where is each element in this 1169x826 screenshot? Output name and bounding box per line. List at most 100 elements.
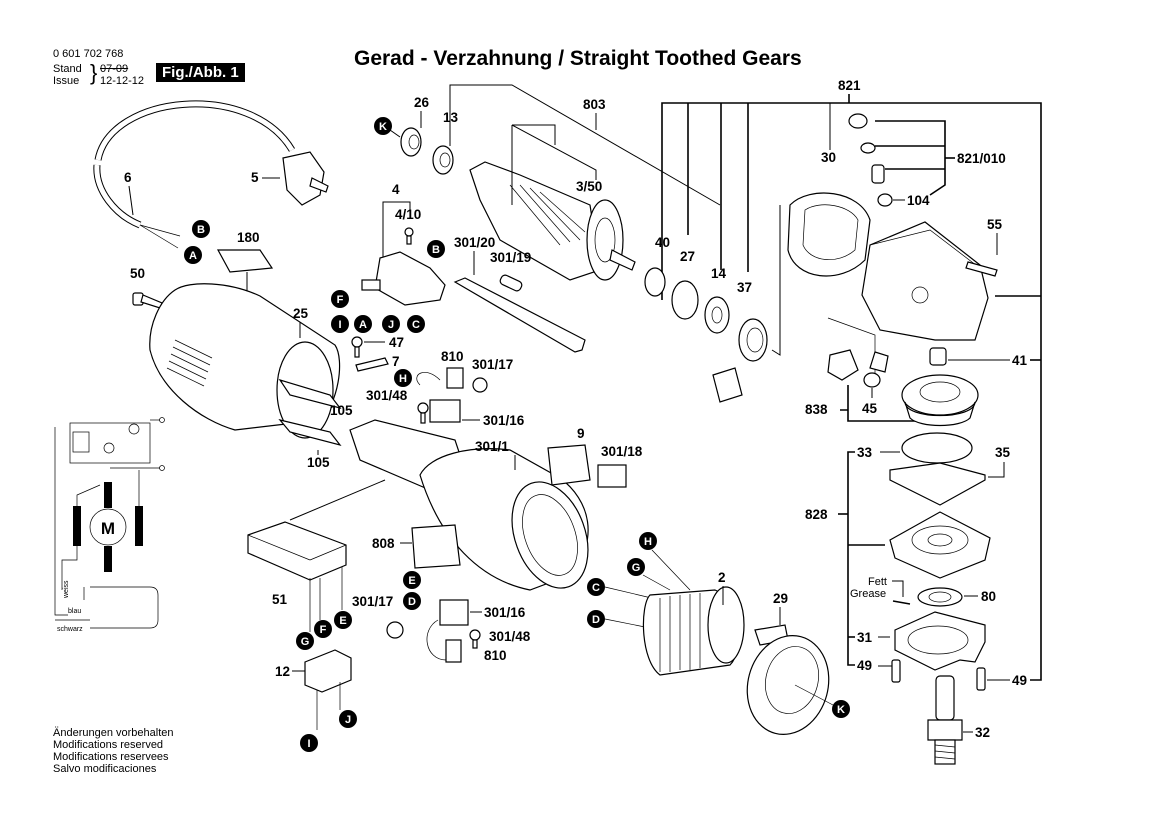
bush-41[interactable] <box>929 347 947 366</box>
notice-line-en: Modifications reserved <box>53 739 164 751</box>
svg-text:H: H <box>644 536 652 548</box>
pinion-838[interactable] <box>827 349 859 381</box>
screw-4-10[interactable] <box>404 227 414 245</box>
clip-7[interactable] <box>355 357 389 372</box>
needle-bearing-37[interactable] <box>738 318 768 362</box>
switch-4[interactable] <box>361 251 446 306</box>
bearing-14[interactable] <box>704 296 730 334</box>
label-3-50: 3/50 <box>576 179 602 194</box>
wiring-schematic: M weiss blau schwarz <box>54 417 165 633</box>
housing-301-1[interactable] <box>349 419 602 599</box>
modifications-notice: Änderungen vorbehalten Modifications res… <box>53 727 173 775</box>
guard-cover-30[interactable] <box>787 192 871 277</box>
callout-d-lower: D <box>403 592 421 610</box>
o-ring-104[interactable] <box>877 193 893 207</box>
callout-d-field: D <box>587 610 605 628</box>
label-32: 32 <box>975 725 990 740</box>
bearing-13[interactable] <box>432 145 454 175</box>
label-13: 13 <box>443 110 459 125</box>
callout-i-switch: I <box>331 315 349 333</box>
gear-housing-821[interactable] <box>861 221 989 341</box>
label-301-17-lower: 301/17 <box>352 594 393 609</box>
label-105-upper: 105 <box>330 403 353 418</box>
nut-detail <box>869 351 889 373</box>
label-33: 33 <box>857 445 873 460</box>
ring-27[interactable] <box>671 280 699 320</box>
svg-text:D: D <box>592 614 600 626</box>
svg-text:H: H <box>399 373 407 385</box>
callout-h-field: H <box>639 532 657 550</box>
screw-50[interactable] <box>132 292 163 309</box>
callout-j-cap: J <box>339 710 357 728</box>
callout-e-supp: E <box>334 611 352 629</box>
stand-issue-values: 07-09 12-12-12 <box>100 63 144 87</box>
switch-knob-301-18[interactable] <box>597 464 627 488</box>
svg-text:B: B <box>432 244 440 256</box>
grease-note-en: Grease <box>850 588 886 600</box>
o-ring-33[interactable] <box>901 432 973 464</box>
motor-housing-25[interactable] <box>149 283 342 447</box>
screw-301-48-upper[interactable] <box>417 402 429 424</box>
carbon-brush-810-lower[interactable] <box>445 639 462 663</box>
label-4: 4 <box>392 182 400 197</box>
svg-text:A: A <box>359 319 367 331</box>
circlip-40[interactable] <box>644 267 666 297</box>
label-301-19: 301/19 <box>490 250 531 265</box>
label-301-18: 301/18 <box>601 444 643 459</box>
label-sticker-180 <box>216 249 274 273</box>
flange-plate-31[interactable] <box>894 611 986 671</box>
air-baffle-29[interactable] <box>736 624 839 744</box>
label-104: 104 <box>907 193 930 208</box>
crown-gear[interactable] <box>901 374 979 427</box>
spindle-lock-spring[interactable] <box>860 142 876 154</box>
spindle-lock-button[interactable] <box>848 113 868 129</box>
mains-plug[interactable] <box>282 151 329 206</box>
callout-a-switch: A <box>354 315 372 333</box>
notice-line-es: Salvo modificaciones <box>53 763 157 775</box>
brush-spring-301-17-lower[interactable] <box>386 621 404 639</box>
screw-47[interactable] <box>351 336 363 358</box>
label-sticker-9 <box>547 444 591 486</box>
gasket-35[interactable] <box>889 462 986 506</box>
svg-text:I: I <box>338 319 341 331</box>
svg-text:J: J <box>388 319 394 331</box>
label-180: 180 <box>237 230 260 245</box>
svg-text:F: F <box>337 294 344 306</box>
carbon-brush-810-upper[interactable] <box>446 367 464 389</box>
brush-holder-301-16-lower[interactable] <box>439 599 469 626</box>
power-cord[interactable] <box>93 100 295 249</box>
bearing-flange-828[interactable] <box>889 511 991 579</box>
label-40: 40 <box>655 235 670 250</box>
spring-301-19[interactable] <box>499 274 523 292</box>
slide-switch-rod-301-20[interactable] <box>453 277 586 353</box>
screw-301-48-lower[interactable] <box>469 629 481 649</box>
callout-a-cord: A <box>184 246 202 264</box>
label-821-010: 821/010 <box>957 151 1006 166</box>
label-4-10: 4/10 <box>395 207 421 222</box>
armature-803[interactable] <box>469 161 636 281</box>
spindle-32[interactable] <box>927 675 963 765</box>
callout-j-switch: J <box>382 315 400 333</box>
screw-49-right[interactable] <box>976 667 986 691</box>
callout-b-cord: B <box>192 220 210 238</box>
screw-55[interactable] <box>965 261 998 277</box>
callout-k-baffle: K <box>832 700 850 718</box>
screw-49-left[interactable] <box>891 659 901 683</box>
brush-holder-301-16-upper[interactable] <box>429 399 461 423</box>
bearing-26[interactable] <box>400 127 422 157</box>
suppressor-51[interactable] <box>247 521 347 581</box>
label-37: 37 <box>737 280 752 295</box>
field-coil-2[interactable] <box>642 586 745 676</box>
issue-label: Issue <box>53 75 80 87</box>
brush-spring-301-17-upper[interactable] <box>472 377 488 393</box>
washer-80[interactable] <box>917 587 963 607</box>
label-301-1: 301/1 <box>475 439 509 454</box>
page-title: Gerad - Verzahnung / Straight Toothed Ge… <box>354 47 802 70</box>
svg-text:E: E <box>339 615 346 627</box>
nut-45[interactable] <box>863 372 881 388</box>
label-808: 808 <box>372 536 395 551</box>
label-25: 25 <box>293 306 309 321</box>
spindle-lock-pin[interactable] <box>871 164 885 184</box>
grease-note-de: Fett <box>868 576 887 588</box>
capacitor-12[interactable] <box>304 649 352 693</box>
